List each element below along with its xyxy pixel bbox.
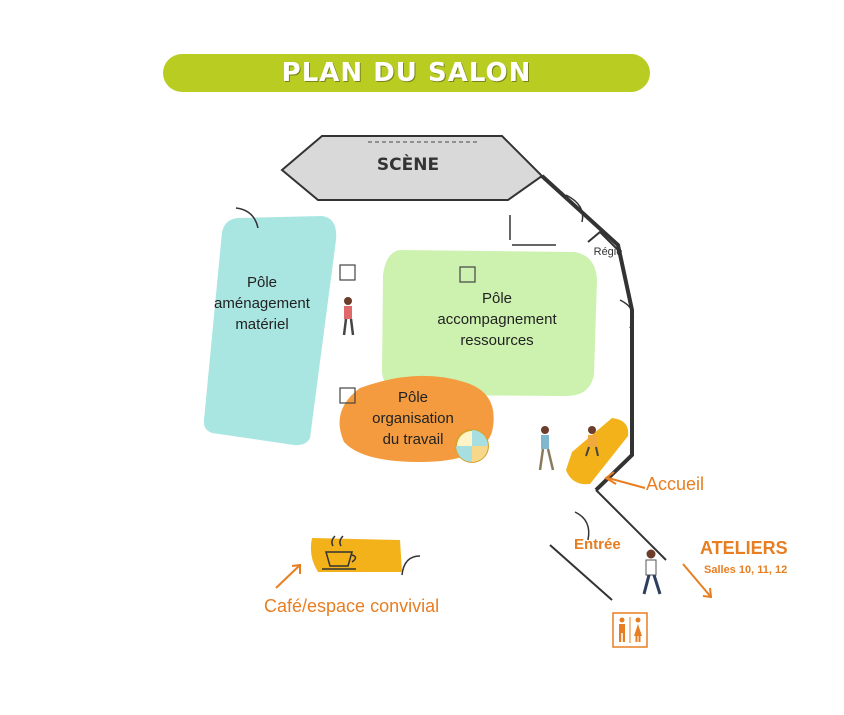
scene-label: SCÈNE <box>376 155 440 175</box>
zone-accompagnement-line3: ressources <box>460 332 534 349</box>
zone-amenagement-line1: Pôle <box>246 274 278 291</box>
entree-label: Entrée <box>574 536 621 553</box>
coffee-cup-icon <box>322 535 357 570</box>
page-title: PLAN DU SALON <box>281 58 532 88</box>
zone-amenagement-label: Pôle aménagement matériel <box>200 272 324 335</box>
door-arc-e <box>619 299 635 329</box>
zone-accompagnement-label: Pôle accompagnement ressources <box>414 288 580 351</box>
column <box>459 266 476 283</box>
zone-amenagement-line3: matériel <box>235 316 289 333</box>
regie-label: Régie <box>593 246 623 258</box>
arrow-icon <box>275 563 301 589</box>
ateliers-label: ATELIERS <box>700 538 788 558</box>
person-icon <box>538 426 555 471</box>
scene-stage <box>280 135 544 201</box>
cafe-label: Café/espace convivial <box>264 596 440 616</box>
wheel-icon <box>455 429 489 463</box>
entrance-wall-a <box>595 489 667 561</box>
entrance-wall-b <box>549 544 613 601</box>
person-icon <box>642 549 662 595</box>
door-arc-nw <box>235 207 259 229</box>
toilets-icon[interactable] <box>612 612 648 648</box>
zone-organisation-line2: organisation <box>372 410 454 427</box>
cafe-counter[interactable] <box>310 538 402 572</box>
door-arc-ne <box>565 194 584 223</box>
zone-accompagnement-line1: Pôle <box>481 290 513 307</box>
arrow-icon <box>682 563 713 599</box>
zone-accompagnement[interactable] <box>382 250 597 396</box>
zone-organisation-line3: du travail <box>382 431 444 448</box>
zone-accompagnement-line2: accompagnement <box>437 311 557 328</box>
column <box>339 264 356 281</box>
zone-organisation-label: Pôle organisation du travail <box>358 387 468 450</box>
person-icon <box>585 426 599 457</box>
door-arc-entrance <box>574 511 590 541</box>
zone-amenagement[interactable] <box>203 216 337 446</box>
title-banner: PLAN DU SALON <box>163 54 650 92</box>
zone-organisation-line1: Pôle <box>397 389 429 406</box>
person-icon <box>342 297 355 336</box>
accueil-label: Accueil <box>646 474 705 494</box>
regie-booth <box>587 230 619 251</box>
column <box>339 387 356 404</box>
salles-label: Salles 10, 11, 12 <box>704 564 788 576</box>
door-arc-s <box>401 555 421 576</box>
zone-amenagement-line2: aménagement <box>214 295 310 312</box>
arrow-icon <box>604 471 646 489</box>
zone-organisation[interactable] <box>339 375 494 462</box>
